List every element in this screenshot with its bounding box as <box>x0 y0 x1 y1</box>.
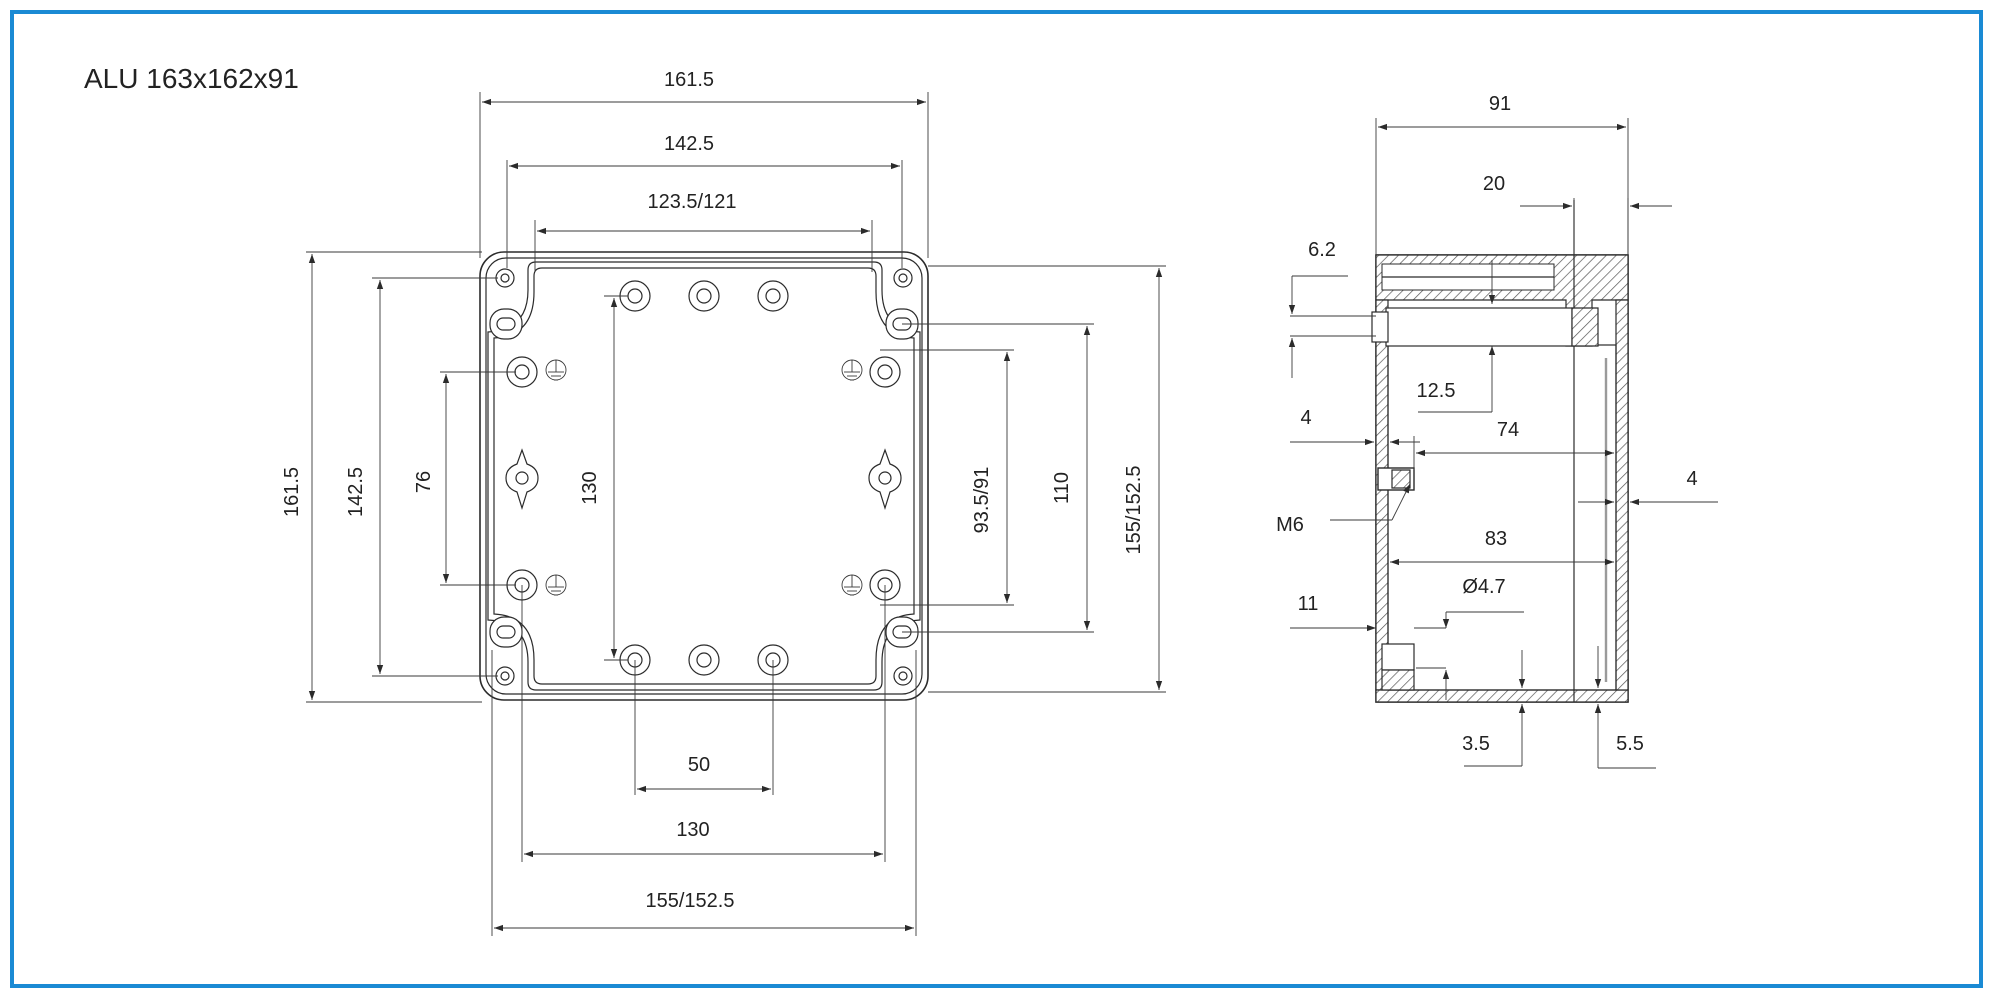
dim-3-5: 3.5 <box>1462 733 1490 755</box>
right-wall-section <box>1615 299 1629 691</box>
dim-dia: Ø4.7 <box>1462 576 1505 598</box>
bottom-lug-section <box>1381 669 1415 691</box>
left-wall-section <box>1375 299 1389 691</box>
corner-hole-br-inner <box>898 671 908 681</box>
corner-hole-bl-inner <box>500 671 510 681</box>
lid-screw-body <box>1385 307 1573 347</box>
dim-left-76: 76 <box>413 471 435 493</box>
m6-insert-section <box>1391 469 1411 489</box>
dim-bottom-50: 50 <box>688 754 710 776</box>
screw-boss-section <box>1571 307 1599 347</box>
lid-boss-top-2-inner <box>696 288 712 304</box>
dim-11: 11 <box>1298 593 1319 615</box>
lid-recess <box>487 261 921 691</box>
dim-right-155: 155/152.5 <box>1123 466 1145 555</box>
dim-20: 20 <box>1483 173 1505 195</box>
drawing-frame <box>10 10 1983 988</box>
drawing-title: ALU 163x162x91 <box>84 63 299 94</box>
side-view <box>1371 200 1629 703</box>
front-dimensions: 161.5 142.5 123.5/121 161.5 142.5 76 130 <box>281 69 1166 936</box>
bottom-wall-section <box>1375 689 1629 703</box>
ground-icon <box>841 359 863 381</box>
lid-recess-inner <box>493 267 915 685</box>
dim-bottom-130: 130 <box>676 819 709 841</box>
label-m6: M6 <box>1276 514 1304 536</box>
wall-bracket-right <box>868 448 902 511</box>
front-view <box>479 251 929 701</box>
dim-83: 83 <box>1485 528 1507 550</box>
ground-icon <box>545 359 567 381</box>
lid-boss-top-1-inner <box>627 288 643 304</box>
wall-bracket-left <box>505 448 539 511</box>
slot-bl-inner <box>496 625 516 639</box>
corner-hole-tr-inner <box>898 273 908 283</box>
dim-top-outer: 161.5 <box>664 69 714 91</box>
dim-right-9391: 93.5/91 <box>971 467 993 534</box>
dim-top-inner: 123.5/121 <box>648 191 737 213</box>
dim-center-130: 130 <box>579 471 601 504</box>
dim-bottom-155: 155/152.5 <box>646 890 735 912</box>
side-dimensions: 91 20 6.2 12.5 4 74 4 M6 <box>1276 93 1718 769</box>
dim-left-holes: 142.5 <box>345 467 367 517</box>
dim-top-holes: 142.5 <box>664 133 714 155</box>
dim-4-right: 4 <box>1686 468 1697 490</box>
side-boss-l1-inner <box>514 364 530 380</box>
bottom-lug <box>1381 643 1415 671</box>
side-boss-r1-inner <box>877 364 893 380</box>
enclosure-outline-inner <box>485 257 923 695</box>
enclosure-outline <box>479 251 929 701</box>
dim-4-left: 4 <box>1300 407 1311 429</box>
dim-12-5: 12.5 <box>1417 380 1456 402</box>
lid-screw-head <box>1371 311 1389 343</box>
dim-right-110: 110 <box>1051 472 1073 504</box>
corner-hole-tl-inner <box>500 273 510 283</box>
ground-icon <box>841 574 863 596</box>
dim-91: 91 <box>1489 93 1511 115</box>
slot-tl-inner <box>496 317 516 331</box>
dim-5-5: 5.5 <box>1616 733 1644 755</box>
dim-74: 74 <box>1497 419 1519 441</box>
lid-boss-top-3-inner <box>765 288 781 304</box>
lid-boss-bottom-2-inner <box>696 652 712 668</box>
dim-left-outer: 161.5 <box>281 467 303 517</box>
dim-6-2: 6.2 <box>1308 239 1336 261</box>
ground-icon <box>545 574 567 596</box>
